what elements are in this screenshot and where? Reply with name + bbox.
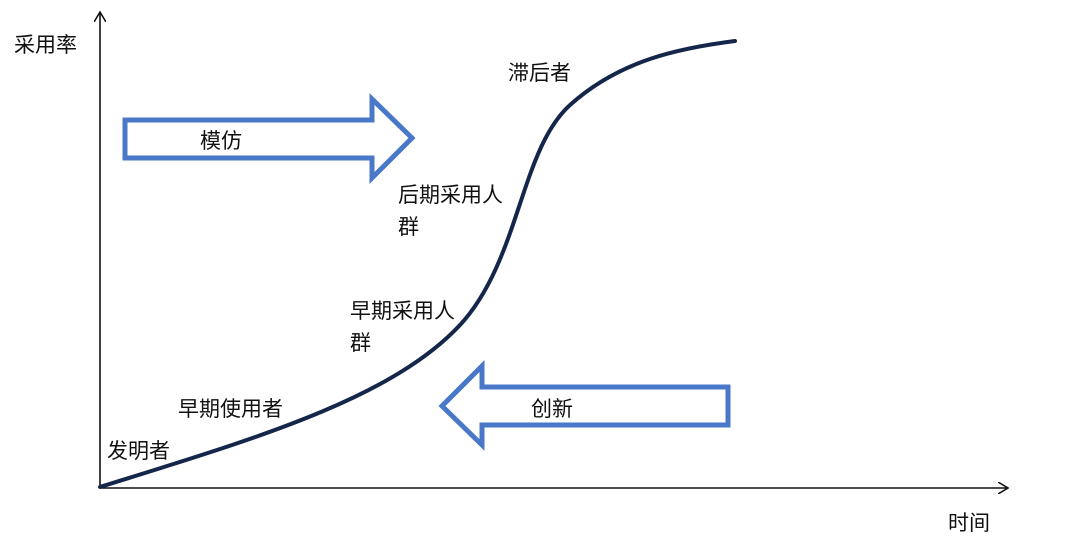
stage-innovators: 发明者	[107, 439, 170, 463]
innovation-label: 创新	[531, 397, 573, 421]
stage-early-adopters: 早期使用者	[178, 397, 283, 421]
stage-late-majority-line2: 群	[398, 215, 419, 239]
adoption-curve	[98, 39, 737, 489]
y-axis-label: 采用率	[14, 33, 77, 57]
innovation-arrow	[438, 359, 731, 451]
stage-laggards: 滞后者	[508, 61, 571, 85]
x-axis-label: 时间	[948, 511, 990, 535]
imitation-label: 模仿	[200, 129, 242, 153]
stage-early-majority-line1: 早期采用人	[350, 299, 455, 323]
stage-early-majority-line2: 群	[350, 331, 371, 355]
imitation-arrow	[122, 93, 416, 185]
stage-late-majority-line1: 后期采用人	[398, 183, 503, 207]
